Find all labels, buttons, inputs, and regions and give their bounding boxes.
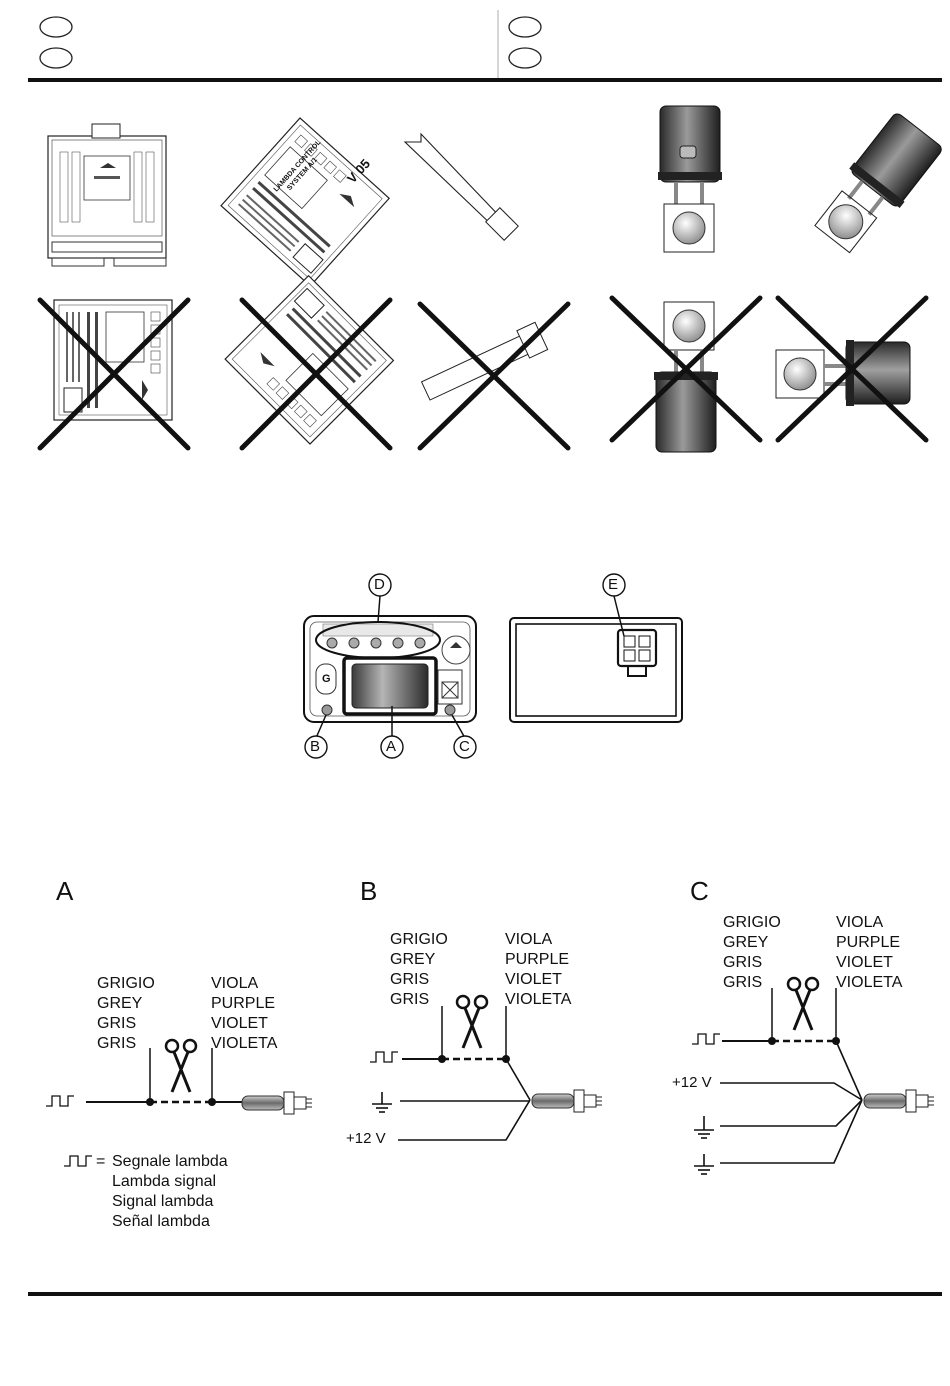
panel-b-right-wire: VIOLA PURPLE VIOLET VIOLETA <box>505 930 571 1010</box>
wiring-panel-a <box>46 1040 312 1166</box>
wiring-panel-c <box>692 978 934 1174</box>
led-5 <box>415 638 425 648</box>
led-3 <box>371 638 381 648</box>
panel-c-title: C <box>690 876 709 906</box>
led-c <box>445 705 455 715</box>
callout-b: B <box>310 737 320 757</box>
signal-symbol-a <box>46 1096 74 1106</box>
scissors-a-icon <box>166 1040 196 1092</box>
lambda-sensor-b <box>532 1090 602 1112</box>
g-button-label: G <box>322 669 331 689</box>
correct-mounting-row <box>48 106 945 286</box>
connector-tilted <box>809 110 946 260</box>
ecu-rotated <box>221 118 389 286</box>
scissors-b-icon <box>457 996 487 1048</box>
callout-e: E <box>608 575 618 595</box>
panel-a-left-wire: GRIGIO GREY GRIS GRIS <box>97 974 155 1054</box>
wrong-mounting-row <box>40 276 926 452</box>
panel-a-title: A <box>56 876 73 906</box>
legend-equals: = <box>96 1152 105 1172</box>
panel-b-left-wire: GRIGIO GREY GRIS GRIS <box>390 930 448 1010</box>
panel-c-supply: +12 V <box>672 1073 712 1093</box>
signal-symbol-c <box>692 1034 720 1044</box>
header <box>28 10 942 82</box>
wiring-panel-b <box>370 996 602 1140</box>
panel-c-left-wire: GRIGIO GREY GRIS GRIS <box>723 913 781 993</box>
lambda-sensor-c <box>864 1090 934 1112</box>
header-rule <box>28 78 942 82</box>
panel-b-title: B <box>360 876 377 906</box>
control-unit-front <box>304 574 476 758</box>
connector-upside-down <box>654 302 718 452</box>
cable-plug <box>405 134 518 240</box>
ground-c1-icon <box>694 1116 714 1138</box>
callout-c: C <box>459 737 470 757</box>
footer-rule <box>28 1292 942 1296</box>
ecu-upright <box>48 124 166 266</box>
connector-horizontal <box>776 340 910 406</box>
ground-b-icon <box>372 1092 392 1112</box>
scissors-c-icon <box>788 978 818 1030</box>
ecu-sideways <box>54 300 172 420</box>
callout-d: D <box>374 575 385 595</box>
legend: Segnale lambda Lambda signal Signal lamb… <box>112 1152 228 1232</box>
connector-vertical <box>658 106 722 252</box>
panel-a-right-wire: VIOLA PURPLE VIOLET VIOLETA <box>211 974 277 1054</box>
led-1 <box>327 638 337 648</box>
brand-logo <box>442 636 470 664</box>
rocker-switch <box>352 664 428 708</box>
led-4 <box>393 638 403 648</box>
led-2 <box>349 638 359 648</box>
panel-c-right-wire: VIOLA PURPLE VIOLET VIOLETA <box>836 913 902 993</box>
panel-b-supply: +12 V <box>346 1129 386 1149</box>
led-b <box>322 705 332 715</box>
lambda-sensor-a <box>242 1092 312 1114</box>
signal-symbol-b <box>370 1052 398 1062</box>
legend-signal-symbol <box>64 1156 92 1166</box>
ecu-inverted <box>225 276 393 444</box>
control-unit-back <box>510 574 682 722</box>
callout-a: A <box>386 737 396 757</box>
ground-c2-icon <box>694 1154 714 1174</box>
